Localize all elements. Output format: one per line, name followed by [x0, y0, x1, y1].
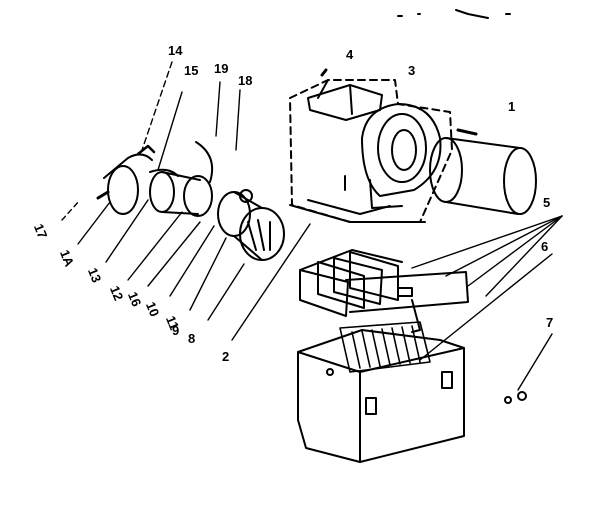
callout-3: 3: [408, 63, 416, 78]
callout-2: 2: [222, 349, 230, 364]
cabinet-box: [297, 329, 465, 463]
callout-6: 6: [541, 239, 549, 254]
callout-8: 8: [188, 331, 196, 346]
blower-housing: [344, 103, 442, 209]
callout-7: 7: [546, 315, 554, 330]
screws: [504, 391, 527, 404]
print-specks: [397, 9, 511, 19]
heater-cylinder: [429, 128, 537, 215]
blower-wheel: [217, 189, 285, 261]
motor-assembly: [96, 141, 214, 217]
callout-4: 4: [346, 47, 354, 62]
callout-15: 15: [184, 63, 199, 78]
callout-18: 18: [238, 73, 253, 88]
callout-19: 19: [214, 61, 229, 76]
grille: [339, 321, 431, 373]
callout-9: 9: [172, 323, 180, 338]
callout-5: 5: [543, 195, 551, 210]
heating-fins: [299, 249, 469, 333]
callout-1: 1: [508, 99, 516, 114]
callout-14: 14: [168, 43, 183, 58]
mounting-bracket: [307, 68, 383, 121]
leader-lines: [61, 61, 563, 391]
